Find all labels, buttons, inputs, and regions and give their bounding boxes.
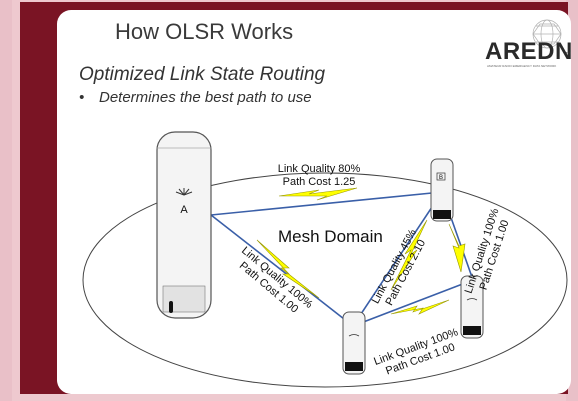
lightning-bolt-icon bbox=[390, 299, 450, 315]
logo-trademark: ™ bbox=[565, 52, 571, 58]
link-label-b-d: Link Quality 100% Path Cost 1.00 bbox=[463, 207, 512, 295]
node-b: B bbox=[430, 158, 454, 222]
bullet-marker: • bbox=[79, 89, 85, 106]
link-line-c-d bbox=[352, 279, 474, 327]
link-label-a-b: Link Quality 80% Path Cost 1.25 bbox=[278, 163, 361, 188]
link-line-b-c bbox=[352, 191, 443, 327]
page-margin-left bbox=[0, 0, 12, 401]
link-label-c-d: Link Quality 100% Path Cost 1.00 bbox=[372, 326, 460, 377]
lightning-bolt-icon bbox=[448, 223, 466, 273]
logo-subtitle: AMATEUR RADIO EMERGENCY DATA NETWORK bbox=[487, 64, 557, 68]
bullet-text: Determines the best path to use bbox=[99, 89, 312, 106]
link-a-b-quality: Link Quality 80% bbox=[278, 163, 361, 175]
link-a-b-cost: Path Cost 1.25 bbox=[283, 176, 356, 188]
slide-subtitle: Optimized Link State Routing bbox=[79, 64, 326, 85]
mesh-domain-label: Mesh Domain bbox=[278, 227, 383, 246]
lightning-bolt-icon bbox=[390, 219, 428, 291]
link-line-a-b bbox=[210, 191, 443, 216]
node-a-label: A bbox=[180, 204, 188, 216]
slide-frame: How OLSR Works AREDN ™ AMATEUR RADIO EME… bbox=[20, 2, 571, 394]
mesh-domain-ellipse bbox=[82, 172, 568, 388]
slide-title: How OLSR Works bbox=[115, 19, 294, 44]
node-d bbox=[460, 275, 484, 339]
node-b-label: B bbox=[439, 175, 443, 181]
aredn-logo: AREDN ™ AMATEUR RADIO EMERGENCY DATA NET… bbox=[485, 16, 571, 68]
node-a: A bbox=[156, 131, 212, 319]
link-line-a-c bbox=[210, 214, 354, 327]
lightning-bolt-icon bbox=[256, 239, 320, 299]
node-c bbox=[342, 311, 366, 375]
bullet-item: • Determines the best path to use bbox=[79, 89, 312, 106]
lightning-bolt-icon bbox=[278, 187, 358, 201]
mesh-diagram: A B Mesh Domain bbox=[82, 131, 568, 388]
slide-content: How OLSR Works AREDN ™ AMATEUR RADIO EME… bbox=[57, 10, 571, 394]
antenna-icon bbox=[175, 188, 193, 196]
logo-text: AREDN bbox=[485, 38, 571, 65]
globe-icon bbox=[532, 19, 562, 49]
